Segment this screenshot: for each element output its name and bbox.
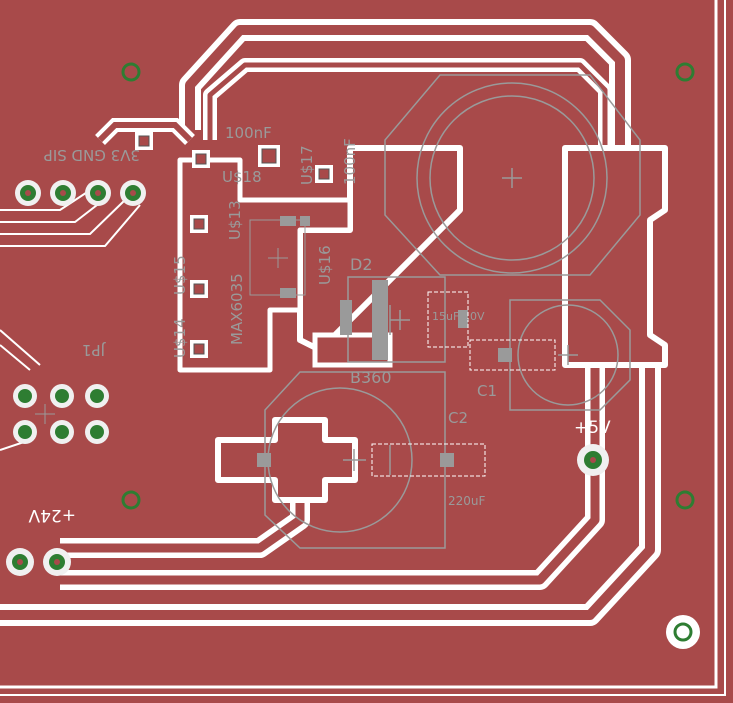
label-d2: D2 — [350, 255, 373, 274]
label-plus24v: +24V — [28, 505, 76, 525]
terminal-24v — [6, 548, 71, 576]
header-row-top — [15, 180, 146, 206]
mounting-hole — [675, 490, 695, 510]
label-c1: C1 — [477, 382, 497, 400]
label-b360: B360 — [350, 368, 392, 387]
island-output — [562, 145, 668, 368]
island-c2 — [215, 417, 358, 503]
header-pin — [85, 180, 111, 206]
label-plus5v: +5V — [574, 418, 611, 438]
smd-pads — [257, 216, 512, 467]
tiny-pads — [135, 132, 333, 358]
island-ic-region — [177, 157, 353, 373]
header-pin — [50, 180, 76, 206]
silk-c1 — [509, 299, 631, 411]
silk-cap-upper — [384, 74, 641, 276]
label-us15: U$15 — [171, 255, 189, 295]
header-pin — [120, 180, 146, 206]
trace-5v-inner-fill — [60, 360, 600, 585]
silk-small-parts — [249, 219, 306, 296]
label-us18: U$18 — [222, 168, 262, 186]
label-220uf: 220uF — [448, 494, 486, 508]
trace-left-signal-fill — [97, 122, 193, 143]
island-diode-cathode — [312, 332, 393, 368]
mounting-holes — [121, 62, 695, 510]
ground-trace-outer-fill — [185, 25, 625, 320]
mounting-hole-corner — [666, 615, 700, 649]
label-c-100nf-b: 100nF — [341, 138, 359, 185]
header-jp1 — [13, 384, 109, 444]
header-pin — [15, 180, 41, 206]
label-us14: U$14 — [171, 318, 189, 358]
trace-5v-right-fill — [0, 360, 655, 620]
terminal-5v — [577, 444, 609, 476]
label-header: 3V3 GND SIP — [44, 146, 140, 164]
trace-inner-loop-fill — [207, 62, 608, 310]
label-c-100nf-a: 100nF — [225, 124, 272, 142]
label-15uf: 15uF/10V — [432, 310, 485, 323]
label-us13: U$13 — [226, 200, 244, 240]
board-outline — [0, 0, 718, 689]
mounting-hole — [121, 62, 141, 82]
mounting-hole — [121, 490, 141, 510]
label-max6035: MAX6035 — [228, 273, 246, 345]
smd-dashed-pads — [371, 291, 556, 477]
label-us17: U$17 — [298, 145, 316, 185]
label-us16: U$16 — [316, 245, 334, 285]
label-c2: C2 — [448, 409, 468, 427]
mounting-hole — [675, 62, 695, 82]
label-jp1: JP1 — [82, 341, 106, 359]
